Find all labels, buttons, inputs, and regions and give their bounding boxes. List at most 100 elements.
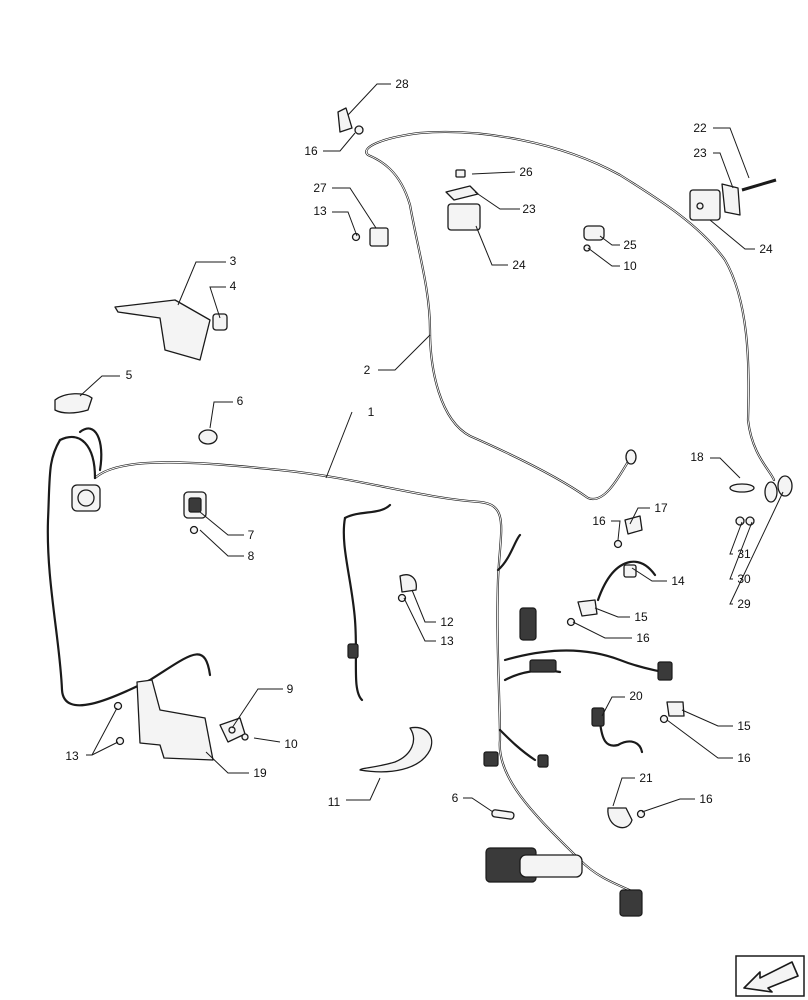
callout-c16b: 16 [592,514,606,528]
leader-line-c6a [209,401,233,429]
part-bolt-22 [741,178,777,192]
callout-c5: 5 [126,368,133,382]
callout-c22: 22 [693,121,707,135]
callout-c13a: 13 [440,634,454,648]
wire-harness-2 [365,130,776,501]
callout-c30: 30 [737,572,751,586]
leader-line-c2 [378,334,431,371]
leader-line-c13a [403,597,436,642]
leader-line-c12 [411,589,436,623]
callout-c16e: 16 [699,792,713,806]
leader-line-c30 [729,521,753,580]
leader-line-c26 [471,171,516,175]
callout-c3: 3 [230,254,237,268]
leader-line-c3 [177,261,226,306]
callout-c24a: 24 [512,258,526,272]
part-bracket-3 [114,299,211,361]
callout-c13c: 13 [65,749,79,763]
callout-c2: 2 [364,363,371,377]
leader-line-c28 [347,83,391,116]
part-clip-14 [596,560,657,602]
leader-line-c15a [594,607,630,618]
part-grommet-7 [183,491,207,519]
leader-line-c13b [332,211,358,237]
part-clip-4 [212,313,228,331]
part-nut-26 [455,169,466,178]
leader-line-c16b [611,520,621,541]
part-clamp-28 [337,107,353,133]
leader-line-c16a [323,132,356,152]
part-ring-6 [198,429,515,820]
callout-c13b: 13 [313,204,327,218]
part-clip-25 [583,225,605,241]
callout-c8: 8 [248,549,255,563]
leader-line-c25 [599,235,620,246]
callout-c24b: 24 [759,242,773,256]
leader-line-c4 [209,286,226,319]
callout-c9: 9 [287,682,294,696]
part-strap-5 [54,393,93,414]
part-bracket-19 [136,679,214,761]
callout-c10a: 10 [284,737,298,751]
callout-c21: 21 [639,771,653,785]
part-washer-31 [735,516,745,526]
callout-c31: 31 [737,547,751,561]
callout-c6b: 6 [452,791,459,805]
leader-line-c9 [231,688,283,729]
leader-line-c10b [587,247,620,267]
arrow-icon [743,961,799,993]
callout-labels: 1234567891011121313131415151616161616171… [65,77,784,813]
callout-c10b: 10 [623,259,637,273]
orientation-box [735,955,805,997]
leader-line-c20 [601,696,625,717]
callout-c18: 18 [690,450,704,464]
callout-c23b: 23 [522,202,536,216]
leader-line-c1 [325,411,353,479]
leader-line-c5 [79,375,120,397]
callout-c29: 29 [737,597,751,611]
leader-line-c17 [629,507,650,525]
leader-line-c10a [253,737,281,743]
part-nut-16 [354,125,669,819]
leader-line-c22 [713,127,750,179]
callout-c14: 14 [671,574,685,588]
callout-c1: 1 [368,405,375,419]
part-strap-11 [359,726,433,773]
leader-line-c15b [681,709,733,727]
callout-c20: 20 [629,689,643,703]
part-tie-18 [729,483,755,493]
callout-c7: 7 [248,528,255,542]
callout-c16c: 16 [636,631,650,645]
leader-line-c13d [91,741,119,756]
callout-c27: 27 [313,181,327,195]
leader-line-c7 [199,511,244,536]
leader-line-c24b [709,219,755,250]
wire-harness-1 [46,427,673,917]
part-clip-9 [219,717,246,743]
part-clamp-21 [607,807,633,829]
leader-line-c11 [346,777,381,801]
callout-c15b: 15 [737,719,751,733]
leader-line-c16e [641,798,695,813]
callout-c23a: 23 [693,146,707,160]
part-block-24 [447,189,721,231]
part-clamp-17 [624,515,643,535]
leader-line-c29 [729,491,784,605]
part-clamp-15 [577,599,685,717]
part-terminal-29 [764,475,793,503]
part-bolts-13 [113,232,591,746]
part-terminal-30 [745,516,755,526]
leader-line-c23a [713,152,734,189]
callout-c16d: 16 [737,751,751,765]
leader-line-c8 [199,529,244,557]
leader-line-c24a [475,225,508,266]
leader-line-c13c [86,707,118,756]
callout-c12: 12 [440,615,454,629]
leader-line-c14 [631,567,667,582]
leader-line-c19 [205,751,249,774]
leader-line-c18 [710,457,741,479]
leader-line-c21 [612,777,635,807]
callout-c26: 26 [519,165,533,179]
callout-c16a: 16 [304,144,318,158]
